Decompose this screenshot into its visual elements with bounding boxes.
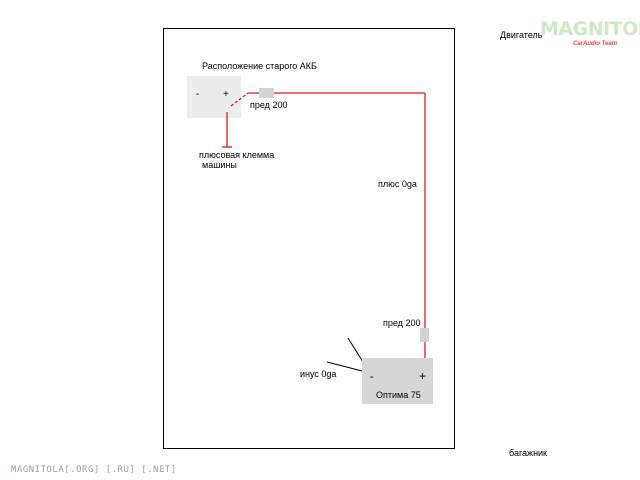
old-battery-location-label: Расположение старого АКБ <box>202 61 317 71</box>
battery-name-label: Оптима 75 <box>376 390 421 400</box>
old-battery-link-wire <box>230 92 249 107</box>
old-battery-box: - + <box>187 76 241 118</box>
old-battery-minus-terminal: - <box>196 89 200 100</box>
new-battery-minus-terminal: - <box>370 371 374 383</box>
logo-subtitle: CarAudio Team <box>573 41 618 47</box>
new-battery-plus-terminal: + <box>419 369 427 383</box>
footer-watermark: MAGNITOLA[.ORG] [.RU] [.NET] <box>11 465 177 475</box>
minus-wire-2 <box>326 361 367 373</box>
car-outline <box>163 28 455 449</box>
plus-clamp-label-line1: плюсовая клемма <box>199 150 275 160</box>
old-battery-plus-terminal: + <box>223 89 229 100</box>
engine-label: Двигатель <box>500 30 543 40</box>
fuse-rear-label: пред 200 <box>383 318 421 328</box>
magnitola-logo: MAGNITOLA CarAudio Team <box>540 18 640 52</box>
new-battery-box: - + Оптима 75 <box>362 358 433 404</box>
plus-clamp-label-line2: машины <box>202 160 237 170</box>
minus-wire-label: инус 0ga <box>300 369 337 379</box>
fuse-rear <box>420 328 429 342</box>
plus-wire-label: плюс 0ga <box>378 179 417 189</box>
fuse-front-label: пред 200 <box>250 100 288 110</box>
logo-text: MAGNITOLA <box>540 18 640 40</box>
fuse-front <box>259 88 274 98</box>
trunk-label: багажник <box>509 448 547 458</box>
